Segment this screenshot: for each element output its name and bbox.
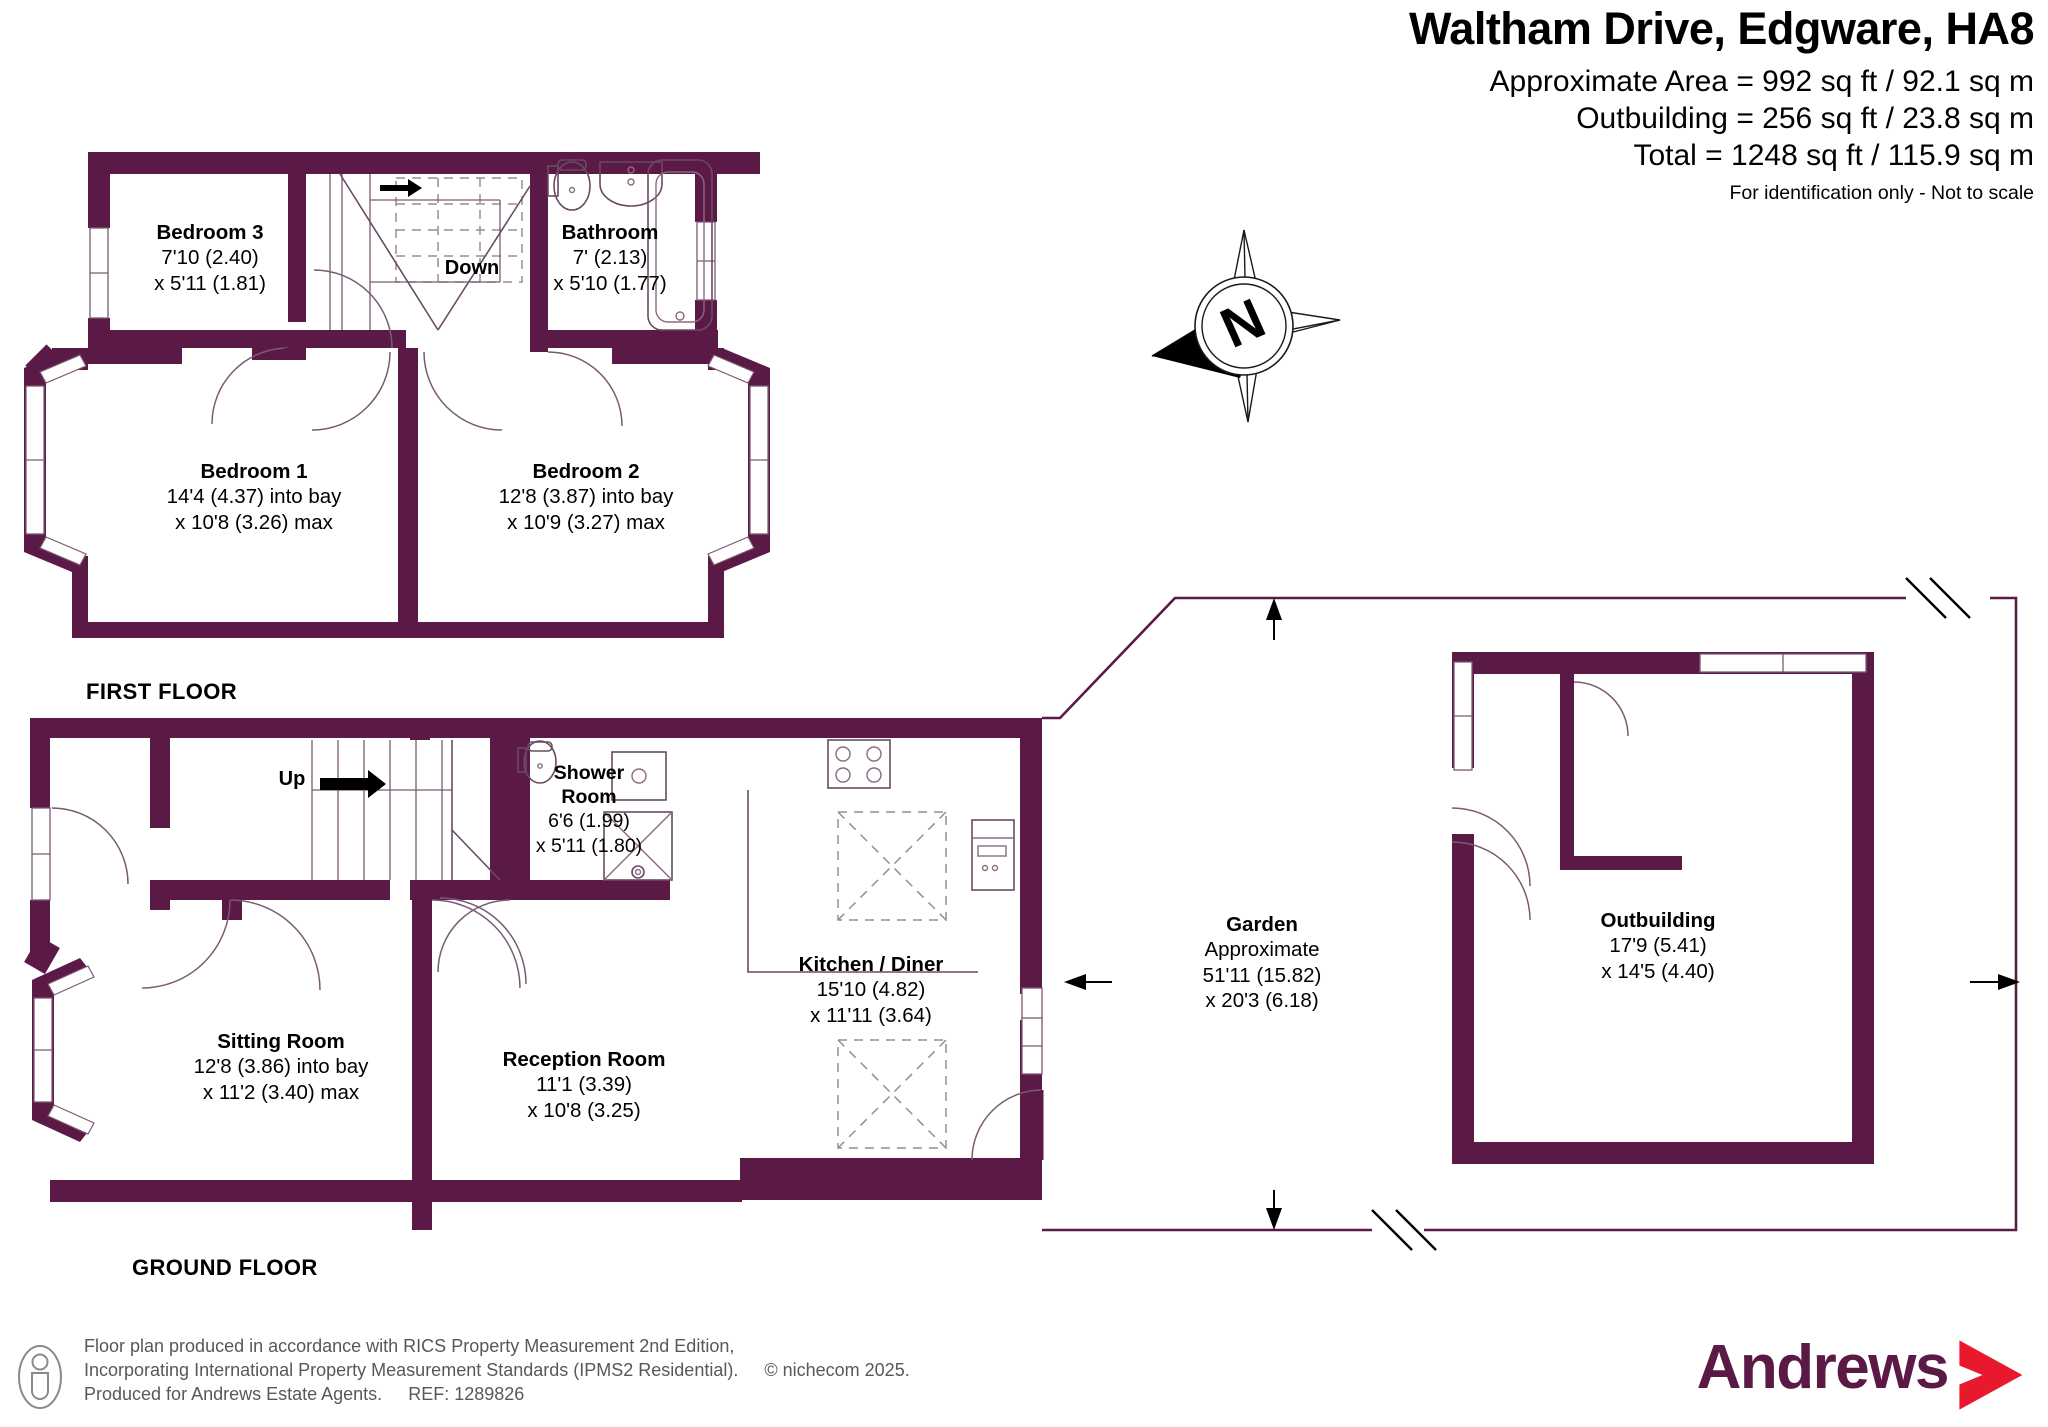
identification-disclaimer: For identification only - Not to scale	[1729, 182, 2034, 205]
total-area-line: Total = 1248 sq ft / 115.9 sq m	[1633, 139, 2034, 173]
first-floor-windows	[25, 221, 769, 535]
staircase-up-icon	[311, 740, 501, 881]
shower-room-name: Shower	[553, 762, 625, 784]
room-label-bedroom-2: Bedroom 2 12'8 (3.87) into bay x 10'9 (3…	[499, 459, 674, 535]
ground-floor-windows	[31, 807, 1043, 1135]
bedroom-3-dim-1: 7'10 (2.40)	[161, 246, 259, 270]
staircase-down-icon	[306, 173, 531, 331]
bedroom-2-dim-1: 12'8 (3.87) into bay	[498, 485, 674, 509]
outbuilding-area-line: Outbuilding = 256 sq ft / 23.8 sq m	[1576, 102, 2034, 136]
kitchen-diner-dim-1: 15'10 (4.82)	[816, 978, 926, 1002]
shower-room-fixtures	[517, 740, 673, 881]
room-label-kitchen-diner: Kitchen / Diner 15'10 (4.82) x 11'11 (3.…	[799, 952, 944, 1028]
bathroom-fixtures	[547, 159, 713, 331]
andrews-logo: Andrews	[1697, 1331, 2030, 1405]
kitchen-fixtures	[747, 739, 1015, 1149]
reception-room-dim-2: x 10'8 (3.25)	[527, 1098, 641, 1122]
first-floor-bay-windows	[39, 354, 755, 566]
bedroom-3-name: Bedroom 3	[156, 221, 264, 244]
bedroom-1-dim-1: 14'4 (4.37) into bay	[166, 485, 342, 509]
stairs-up-label: Up	[278, 768, 306, 790]
room-label-outbuilding: Outbuilding 17'9 (5.41) x 14'5 (4.40)	[1601, 908, 1716, 984]
bedroom-2-name: Bedroom 2	[532, 460, 640, 483]
room-label-bathroom: Bathroom 7' (2.13) x 5'10 (1.77)	[553, 220, 666, 296]
garden-dimension-arrows	[1064, 598, 2020, 1230]
bedroom-2-dim-2: x 10'9 (3.27) max	[507, 510, 665, 534]
shower-room-dim-1: 6'6 (1.99)	[548, 810, 630, 833]
bathroom-dim-2: x 5'10 (1.77)	[553, 271, 667, 295]
footer-line-2a: Incorporating International Property Mea…	[84, 1360, 739, 1381]
shower-room-dim-2: x 5'11 (1.80)	[535, 834, 643, 857]
garden-dim-1: 51'11 (15.82)	[1202, 963, 1322, 987]
bedroom-3-dim-2: x 5'11 (1.81)	[154, 271, 266, 295]
outbuilding-dim-2: x 14'5 (4.40)	[1601, 959, 1715, 983]
room-label-bedroom-3: Bedroom 3 7'10 (2.40) x 5'11 (1.81)	[154, 220, 266, 296]
stairs-down-label: Down	[444, 257, 500, 279]
reception-room-name: Reception Room	[502, 1048, 666, 1071]
room-label-sitting-room: Sitting Room 12'8 (3.86) into bay x 11'2…	[194, 1029, 369, 1105]
reception-room-dim-1: 11'1 (3.39)	[536, 1073, 632, 1097]
kitchen-diner-name: Kitchen / Diner	[798, 953, 944, 976]
sitting-room-dim-1: 12'8 (3.86) into bay	[193, 1055, 369, 1079]
footer-line-3a: Produced for Andrews Estate Agents.	[84, 1384, 383, 1405]
footer-copyright: © nichecom 2025.	[764, 1360, 910, 1381]
page-title: Waltham Drive, Edgware, HA8	[1408, 3, 2035, 54]
garden-dim-0: Approximate	[1204, 938, 1320, 962]
room-label-garden: Garden Approximate 51'11 (15.82) x 20'3 …	[1203, 912, 1322, 1014]
footer-disclaimer: Floor plan produced in accordance with R…	[16, 1333, 910, 1407]
ground-floor-doors	[51, 807, 1044, 1161]
approximate-area-line: Approximate Area = 992 sq ft / 92.1 sq m	[1489, 65, 2034, 99]
sitting-room-name: Sitting Room	[217, 1030, 345, 1053]
kitchen-diner-dim-2: x 11'11 (3.64)	[810, 1003, 932, 1027]
room-label-reception-room: Reception Room 11'1 (3.39) x 10'8 (3.25)	[503, 1047, 666, 1123]
bathroom-dim-1: 7' (2.13)	[572, 246, 648, 270]
garden-outbuilding-plan	[1042, 577, 2020, 1251]
bedroom-1-name: Bedroom 1	[200, 460, 308, 483]
footer-reference: REF: 1289826	[408, 1384, 525, 1405]
footer-line-1: Floor plan produced in accordance with R…	[84, 1336, 735, 1357]
first-floor-label: FIRST FLOOR	[86, 679, 238, 704]
plan-header: Waltham Drive, Edgware, HA8 Approximate …	[934, 0, 2035, 205]
garden-dim-2: x 20'3 (6.18)	[1205, 989, 1319, 1013]
ground-floor-label: GROUND FLOOR	[132, 1255, 318, 1280]
outbuilding-dim-1: 17'9 (5.41)	[1609, 934, 1707, 958]
room-label-bedroom-1: Bedroom 1 14'4 (4.37) into bay x 10'8 (3…	[167, 459, 342, 535]
sitting-room-dim-2: x 11'2 (3.40) max	[202, 1080, 360, 1104]
shower-room-name-2: Room	[561, 786, 617, 809]
compass-rose-icon: N	[1151, 229, 1341, 423]
first-floor-plan	[24, 152, 770, 638]
first-floor-doors	[211, 269, 623, 431]
person-measure-icon	[18, 1345, 62, 1409]
andrews-wordmark: Andrews	[1696, 1333, 1950, 1402]
andrews-chevron-icon	[1959, 1340, 2023, 1410]
outbuilding-name: Outbuilding	[1600, 909, 1716, 932]
ground-floor-plan	[24, 718, 1044, 1230]
room-label-shower-room: Shower Room 6'6 (1.99) x 5'11 (1.80)	[536, 761, 642, 858]
bathroom-name: Bathroom	[561, 221, 659, 244]
garden-name: Garden	[1226, 913, 1298, 936]
bedroom-1-dim-2: x 10'8 (3.26) max	[175, 510, 333, 534]
